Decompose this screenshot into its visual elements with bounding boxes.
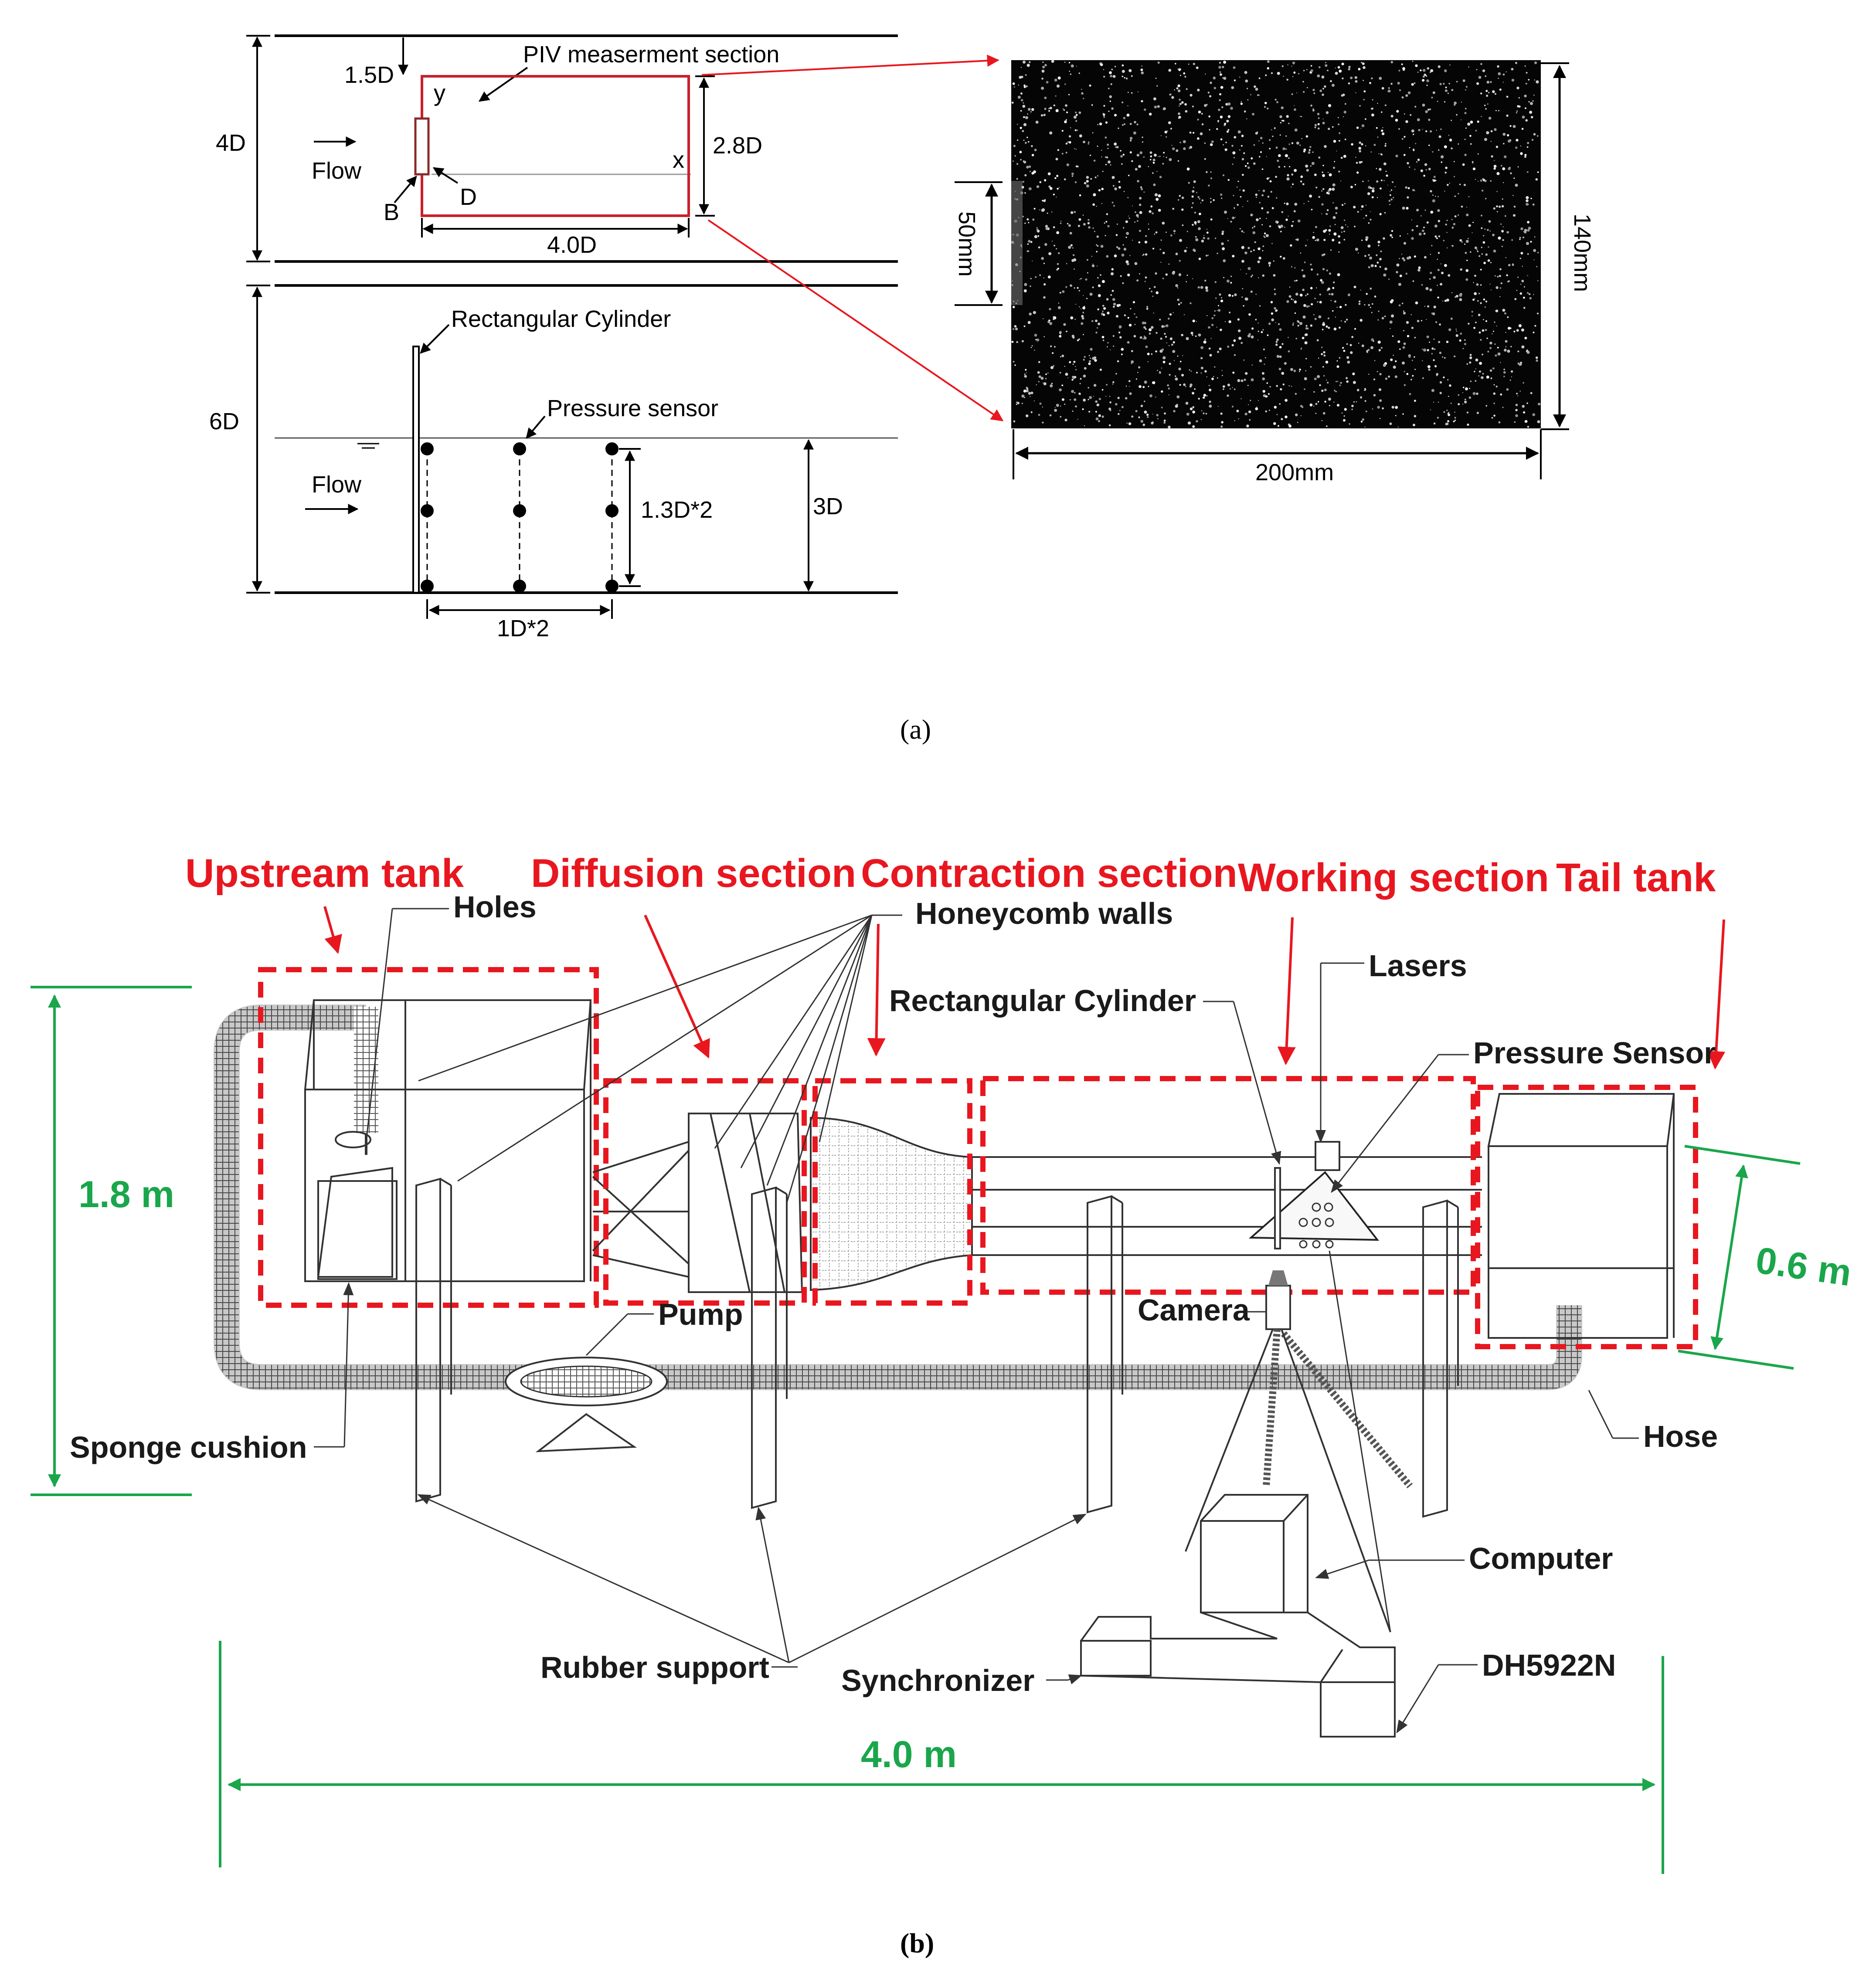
instrument-base: [1080, 1612, 1396, 1738]
diffusion-section-box: [603, 1078, 807, 1306]
sensor-dot: [421, 580, 434, 593]
laser-sheet: [1248, 1171, 1380, 1241]
label-dh5922n: DH5922N: [1482, 1648, 1616, 1682]
length-dimension-label: 4.0 m: [861, 1734, 957, 1775]
cylinder-label: Rectangular Cylinder: [451, 306, 671, 332]
label-sponge-cushion: Sponge cushion: [70, 1430, 307, 1464]
camera-body: [1265, 1285, 1291, 1330]
sensor-dot: [421, 504, 434, 517]
sensor-dot: [513, 442, 526, 455]
sensor-horizontal-label: 1D*2: [497, 615, 549, 641]
piv-particle-image: [1011, 60, 1541, 428]
label-lasers: Lasers: [1369, 949, 1467, 983]
panel-a-caption: (a): [900, 714, 931, 745]
diffusion-section: [592, 1113, 803, 1293]
label-pump: Pump: [658, 1297, 743, 1331]
sensor-dot: [605, 442, 619, 455]
image-width-label: 200mm: [1255, 459, 1334, 485]
sensor-label: Pressure sensor: [547, 395, 718, 421]
cylinder-model: [1274, 1167, 1281, 1249]
panel-a-side-view: 6D Rectangular Cylinder Pressure sensor …: [209, 284, 898, 641]
sensor-dot: [605, 580, 619, 593]
d-label: D: [460, 184, 477, 210]
panel-a-top-view: 4D 1.5D PIV measerment section y x Flow …: [216, 34, 898, 263]
label-holes: Holes: [453, 890, 537, 924]
label-camera: Camera: [1138, 1293, 1250, 1327]
cylinder-plan: [414, 117, 430, 176]
computer: [1200, 1494, 1308, 1613]
contraction-section-box: [812, 1078, 972, 1306]
height-dimension-label: 1.8 m: [78, 1174, 174, 1215]
water-depth-label: 3D: [813, 493, 843, 519]
heading-diffusion-section: Diffusion section: [531, 851, 856, 896]
depth-dimension-label: 0.6 m: [1753, 1239, 1854, 1294]
height-label: 4D: [216, 130, 246, 156]
b-label: B: [384, 199, 399, 225]
offset-label: 1.5D: [344, 62, 394, 88]
section-height-label: 2.8D: [713, 132, 762, 159]
label-synchronizer: Synchronizer: [841, 1663, 1034, 1697]
sensor-dot: [421, 442, 434, 455]
panel-b-apparatus: Upstream tank Diffusion section Contract…: [70, 851, 1726, 1738]
label-pressure-sensor: Pressure Sensor: [1473, 1036, 1716, 1070]
section-width-label: 4.0D: [547, 232, 597, 258]
flow-label-top: Flow: [312, 158, 362, 184]
working-section-box: [980, 1076, 1476, 1295]
rubber-support-legs: [415, 1178, 1459, 1518]
label-rectangular-cylinder: Rectangular Cylinder: [889, 984, 1196, 1018]
label-honeycomb-walls: Honeycomb walls: [915, 896, 1173, 930]
sensor-dot: [513, 580, 526, 593]
upstream-tank-box: [258, 967, 599, 1308]
laser-device: [1315, 1141, 1340, 1171]
depth-dimension-line: [1710, 1164, 1748, 1350]
flow-label-side: Flow: [312, 472, 362, 498]
heading-contraction-section: Contraction section: [861, 851, 1237, 896]
piv-section-label: PIV measerment section: [523, 41, 779, 68]
y-axis-label: y: [434, 80, 445, 106]
working-channel: [972, 1156, 1482, 1256]
x-axis-label: x: [673, 147, 684, 173]
heading-working-section: Working section: [1238, 855, 1549, 900]
label-hose: Hose: [1643, 1419, 1718, 1453]
camera-tripod: [1263, 1329, 1413, 1489]
panel-b-dimensions: 1.8 m 0.6 m 4.0 m: [31, 986, 1854, 1874]
sensor-dot: [513, 504, 526, 517]
sensor-dot: [605, 504, 619, 517]
pump-base: [535, 1413, 637, 1453]
heading-upstream-tank: Upstream tank: [185, 851, 464, 896]
label-rubber-support: Rubber support: [540, 1650, 769, 1684]
upstream-tank: [304, 999, 592, 1282]
heading-tail-tank: Tail tank: [1556, 855, 1716, 900]
label-computer: Computer: [1469, 1541, 1613, 1575]
contraction-mesh: [810, 1117, 973, 1291]
tail-tank: [1487, 1093, 1675, 1339]
piv-particles: [1011, 60, 1541, 429]
hose-loop: [214, 1005, 1581, 1389]
panel-b-caption: (b): [900, 1928, 934, 1958]
image-height-label: 140mm: [1569, 214, 1595, 292]
sensor-vertical-label: 1.3D*2: [641, 497, 713, 523]
cylinder-shadow: [1011, 181, 1023, 305]
tail-tank-box: [1475, 1085, 1698, 1349]
cylinder-side: [412, 346, 420, 594]
panel-a-piv-image: 50mm 140mm 200mm: [701, 54, 1595, 485]
cylinder-height-label: 50mm: [954, 211, 980, 277]
side-height-label: 6D: [209, 408, 239, 434]
